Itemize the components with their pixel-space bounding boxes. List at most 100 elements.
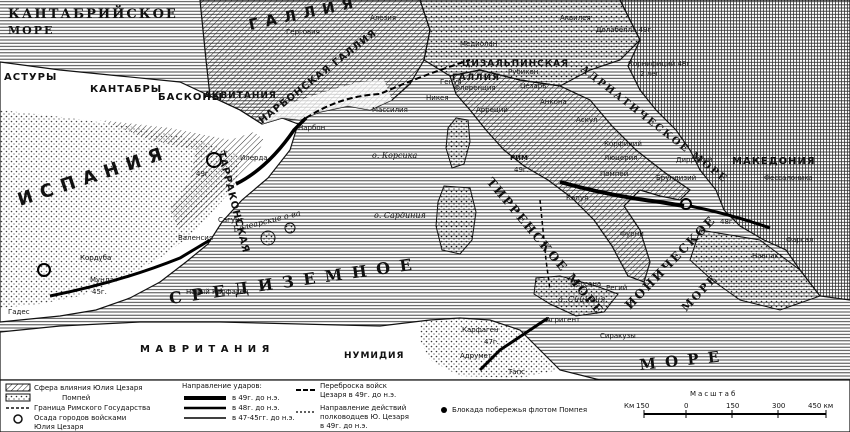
legend-swatch-caesar — [5, 383, 31, 392]
city-luceria: Люцерия — [604, 154, 637, 162]
legend-scale-tick-label-3: 150 — [726, 402, 739, 410]
legend-pompey: Помпей — [62, 394, 90, 402]
route-greece — [689, 204, 771, 230]
city-arretium: Арреций — [476, 106, 508, 114]
city-rome-year: 49г. — [514, 166, 529, 174]
city-ascul: Аскул — [576, 116, 597, 124]
land-sicily — [533, 275, 619, 317]
legend-directions-title: Направление ударов: — [182, 382, 262, 390]
city-furni: Фурни — [620, 230, 644, 238]
city-new-carthage: Новый Карфаген — [186, 288, 249, 296]
legend-siege-2: Юлия Цезаря — [34, 423, 83, 431]
iberia-hatched-zone — [100, 120, 264, 232]
label-caesar: Цезарь — [520, 82, 546, 90]
city-rubicon: Рубикон — [508, 68, 538, 76]
legend-scale-tick-label-2: 0 — [684, 402, 688, 410]
city-cornificius-2: 2 лег. — [640, 70, 661, 78]
legend-scale-unit: Км — [624, 402, 634, 410]
city-valentia: Валенсия — [178, 234, 213, 242]
island-corsica-label: о. Корсика — [372, 151, 417, 160]
city-brundisium: Брундизий — [656, 174, 696, 182]
label-year-49: 49г. — [196, 170, 211, 178]
siege-brundisium-marker — [680, 198, 692, 210]
route-africa — [478, 316, 549, 372]
legend-actions-3: в 49г. до н.э. — [320, 422, 368, 430]
city-rome: РИМ — [510, 154, 528, 162]
land-corsica — [445, 117, 471, 169]
city-syracuse: Сиракузы — [600, 332, 636, 340]
city-messana: Мессана — [570, 280, 601, 288]
city-agrigentum: Агригент — [546, 316, 580, 324]
legend-actions: Направление действий — [320, 404, 406, 412]
land-balkans — [619, 0, 850, 301]
sea-cantabrian-label: КАНТАБРИЙСКОЕ — [8, 5, 178, 22]
legend-swatch-pompey — [5, 393, 31, 402]
city-thapsus: Тапс — [507, 368, 525, 376]
africa-dotted — [420, 318, 558, 378]
island-sardinia-label: о. Сардиния — [374, 211, 426, 220]
legend-actions-2: полководцев Ю. Цезаря — [320, 413, 409, 421]
region-cantabri-label: КАНТАБРЫ — [90, 84, 162, 95]
city-gergovia: Герговия — [286, 28, 320, 36]
iberia-dotted-zone — [0, 110, 240, 308]
city-munda: Мунда — [90, 276, 114, 284]
legend-roman-border: Граница Римского Государства — [34, 404, 150, 412]
city-munda-year: 45г. — [92, 288, 107, 296]
city-cornificius: Корнифиций 48г. — [628, 60, 692, 68]
city-capua: Капуя — [566, 194, 588, 202]
region-numidia-label: НУМИДИЯ — [344, 351, 404, 361]
city-gades: Гадес — [8, 308, 30, 316]
siege-corduba-marker — [37, 263, 51, 277]
narbonensis-zone — [262, 80, 392, 124]
city-narbo: Нарбон — [298, 124, 325, 132]
city-naupactus: Навпакт — [752, 252, 783, 260]
region-mauretania-label: М А В Р И Т А Н И Я — [140, 344, 270, 355]
legend-transfer: Переброска войск — [320, 382, 387, 390]
city-ilerda: Илерда — [240, 154, 268, 162]
city-corfinium: Корфиний — [604, 140, 642, 148]
legend-scale-tick-label-1: 150 — [636, 402, 649, 410]
city-mediolanum: Медиолан — [460, 40, 497, 48]
island-balearic-2 — [284, 222, 296, 234]
region-asturians-label: АСТУРЫ — [4, 72, 57, 83]
city-hadrumetum: Адрумет — [460, 352, 492, 360]
legend-dir1: в 49г. до н.э. — [232, 394, 280, 402]
route-italy-brundisium — [559, 180, 685, 208]
region-cisalpina-label: ЦИЗАЛЬПИНСКАЯ — [462, 59, 569, 69]
route-munda — [49, 238, 211, 298]
region-basques-label: БАСКОНЫ — [158, 92, 223, 103]
sea-cantabrian-label-2: МОРЕ — [8, 24, 54, 37]
island-balearic-1 — [260, 230, 276, 246]
legend-dir3: в 47-45гг. до н.э. — [232, 414, 295, 422]
city-dyrrachium: Диррахий — [676, 156, 712, 164]
label-pompey: Помпей — [600, 170, 628, 178]
city-pharsalus: Фарсал — [786, 236, 813, 244]
city-carthage: Карфаген — [462, 326, 499, 334]
island-sicily-label: о. Сицилия — [558, 295, 605, 304]
legend-siege-symbol — [13, 414, 23, 424]
city-florentia: Флоренция — [454, 84, 496, 92]
label-year-47: 47г. — [484, 338, 499, 346]
legend-blockade-symbol — [441, 407, 447, 413]
city-thessalonica: Фессалоника — [764, 174, 813, 182]
legend-scale-tick-label-4: 300 — [772, 402, 785, 410]
region-macedonia-label: МАКЕДОНИЯ — [732, 156, 816, 167]
legend-scale-tick-label-5: 450 км — [808, 402, 833, 410]
label-year-48: 48г. — [720, 218, 735, 226]
route-sicily — [539, 199, 551, 291]
city-alesia: Алезия — [370, 14, 396, 22]
city-regium: Регий — [606, 284, 627, 292]
city-saguntum: Сагунт — [218, 216, 244, 224]
legend-transfer-2: Цезаря в 49г. до н.э. — [320, 391, 396, 399]
legend-panel — [0, 379, 850, 432]
greece-dotted — [689, 229, 821, 311]
city-corduba: Кордуба — [80, 254, 111, 262]
city-nikea: Никея — [426, 94, 449, 102]
city-massilia: Массилия — [372, 106, 408, 114]
siege-ilerda-marker — [206, 152, 222, 168]
region-cisalpina-label-2: ГАЛЛИЯ — [452, 73, 500, 83]
land-italy — [449, 69, 691, 283]
legend-caesar-sphere: Сфера влияния Юлия Цезаря — [34, 384, 142, 392]
city-ancona: Анкона — [540, 98, 567, 106]
